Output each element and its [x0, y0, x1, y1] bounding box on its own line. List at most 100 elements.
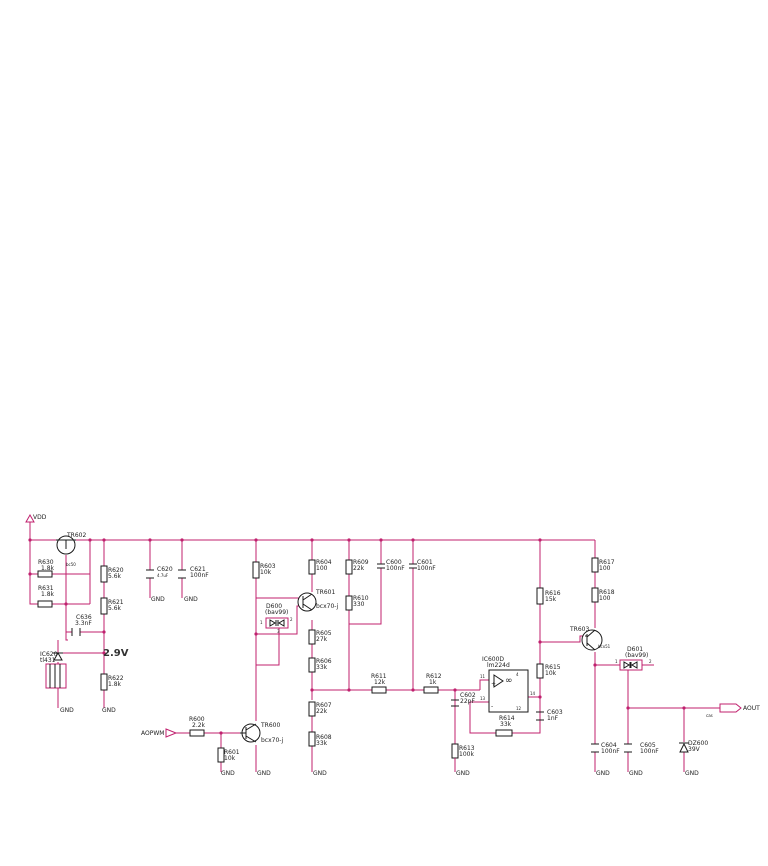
svg-text:100nF: 100nF	[640, 748, 659, 755]
svg-text:C600: C600	[386, 559, 402, 566]
resistor-r620: R620 5.6k	[100, 565, 124, 583]
svg-text:R621: R621	[108, 599, 124, 606]
svg-text:R612: R612	[426, 673, 442, 680]
svg-text:100nF: 100nF	[386, 565, 405, 572]
svg-text:1nF: 1nF	[547, 715, 559, 722]
svg-text:∞: ∞	[505, 676, 513, 686]
svg-text:R609: R609	[353, 559, 369, 566]
svg-text:C605: C605	[640, 742, 656, 749]
svg-text:12k: 12k	[374, 679, 386, 686]
capacitor-c636: C636 3.3nF	[71, 614, 92, 636]
capacitor-c605: C605 100nF	[624, 742, 659, 755]
svg-text:GND: GND	[685, 770, 699, 777]
svg-text:DZ600: DZ600	[688, 740, 708, 747]
transistor-tr602: TR602 bc50	[56, 532, 86, 567]
svg-text:GND: GND	[151, 596, 165, 603]
resistor-r613: R613 100k	[451, 743, 475, 772]
svg-text:D601: D601	[627, 646, 643, 653]
resistor-r621: R621 5.6k	[100, 597, 124, 615]
diode-d601: D601 (bav99) 1 2	[615, 646, 652, 671]
svg-text:GND: GND	[257, 770, 271, 777]
resistor-r610: R610 330	[345, 595, 369, 611]
svg-text:5.6k: 5.6k	[108, 605, 122, 612]
svg-text:33k: 33k	[316, 664, 328, 671]
svg-text:100nF: 100nF	[417, 565, 436, 572]
resistor-r607: R607 22k	[308, 701, 332, 717]
svg-text:R611: R611	[371, 673, 387, 680]
resistor-r631: R631 1.8k	[37, 585, 55, 608]
aout-output-port: AOUT cas	[706, 703, 760, 718]
resistor-r611: R611 12k	[371, 673, 387, 694]
svg-text:AOUT: AOUT	[743, 705, 760, 712]
svg-text:R618: R618	[599, 589, 615, 596]
svg-text:D600: D600	[266, 603, 282, 610]
resistor-r603: R603 10k	[252, 561, 276, 579]
svg-text:22k: 22k	[316, 708, 328, 715]
svg-text:330: 330	[353, 601, 365, 608]
svg-text:1.8k: 1.8k	[41, 565, 55, 572]
voltage-annotation: 2.9V	[103, 648, 129, 659]
svg-text:R613: R613	[459, 745, 475, 752]
svg-text:(bav99): (bav99)	[625, 652, 648, 659]
aopwm-input-port: AOPWM	[141, 728, 178, 738]
svg-text:1k: 1k	[429, 679, 437, 686]
capacitor-c602: C602 22pF	[451, 692, 476, 707]
svg-text:TR603: TR603	[569, 626, 589, 633]
svg-text:100nF: 100nF	[601, 748, 620, 755]
svg-text:GND: GND	[313, 770, 327, 777]
svg-text:TR600: TR600	[260, 722, 280, 729]
svg-text:bcx70-j: bcx70-j	[261, 737, 283, 744]
svg-text:GND: GND	[221, 770, 235, 777]
svg-text:2: 2	[290, 617, 293, 622]
svg-text:C621: C621	[190, 566, 206, 573]
svg-text:GND: GND	[629, 770, 643, 777]
svg-text:+: +	[491, 681, 496, 688]
svg-text:cas: cas	[706, 713, 713, 718]
vdd-power-flag: VDD	[25, 513, 47, 523]
svg-text:IC620: IC620	[40, 651, 58, 658]
svg-text:TR602: TR602	[66, 532, 86, 539]
svg-text:33k: 33k	[500, 721, 512, 728]
svg-text:R615: R615	[545, 664, 561, 671]
resistor-r604: R604 100	[308, 559, 332, 575]
svg-text:GND: GND	[184, 596, 198, 603]
svg-text:12: 12	[516, 706, 522, 711]
svg-text:GND: GND	[102, 707, 116, 714]
ground-labels: GND GND GND GND GND GND GND GND GND GND …	[60, 596, 699, 777]
svg-text:TR601: TR601	[315, 589, 335, 596]
svg-text:R622: R622	[108, 675, 124, 682]
svg-text:C604: C604	[601, 742, 617, 749]
svg-text:3.3nF: 3.3nF	[75, 620, 92, 627]
svg-text:R604: R604	[316, 559, 332, 566]
svg-text:100: 100	[599, 565, 611, 572]
svg-text:GND: GND	[596, 770, 610, 777]
capacitor-c621: C621 100nF	[178, 566, 209, 579]
svg-text:(bav99): (bav99)	[265, 609, 288, 616]
svg-text:100: 100	[316, 565, 328, 572]
resistor-r606: R606 33k	[308, 657, 332, 673]
svg-text:15k: 15k	[545, 596, 557, 603]
svg-text:C636: C636	[76, 614, 92, 621]
svg-text:R614: R614	[499, 715, 515, 722]
svg-text:-: -	[491, 703, 493, 710]
resistor-r601: R601 10k	[217, 747, 240, 763]
svg-text:11: 11	[480, 674, 486, 679]
svg-text:3: 3	[277, 629, 280, 634]
svg-text:GND: GND	[60, 707, 74, 714]
svg-text:1.8k: 1.8k	[108, 681, 122, 688]
svg-text:22pF: 22pF	[460, 698, 475, 705]
svg-text:10k: 10k	[545, 670, 557, 677]
capacitor-c603: C603 1nF	[536, 709, 563, 722]
svg-text:C603: C603	[547, 709, 563, 716]
svg-text:10k: 10k	[224, 755, 236, 762]
resistor-r614: R614 33k	[495, 715, 515, 737]
svg-text:R607: R607	[316, 702, 332, 709]
svg-text:AOPWM: AOPWM	[141, 730, 164, 737]
svg-text:R603: R603	[260, 563, 276, 570]
svg-text:39V: 39V	[688, 746, 701, 753]
svg-text:GND: GND	[456, 770, 470, 777]
svg-text:R631: R631	[38, 585, 54, 592]
resistor-r600: R600 2.2k	[189, 716, 206, 737]
capacitor-c600: C600 100nF	[377, 559, 405, 572]
transistor-tr601: TR601 bcx70-j	[297, 589, 338, 612]
